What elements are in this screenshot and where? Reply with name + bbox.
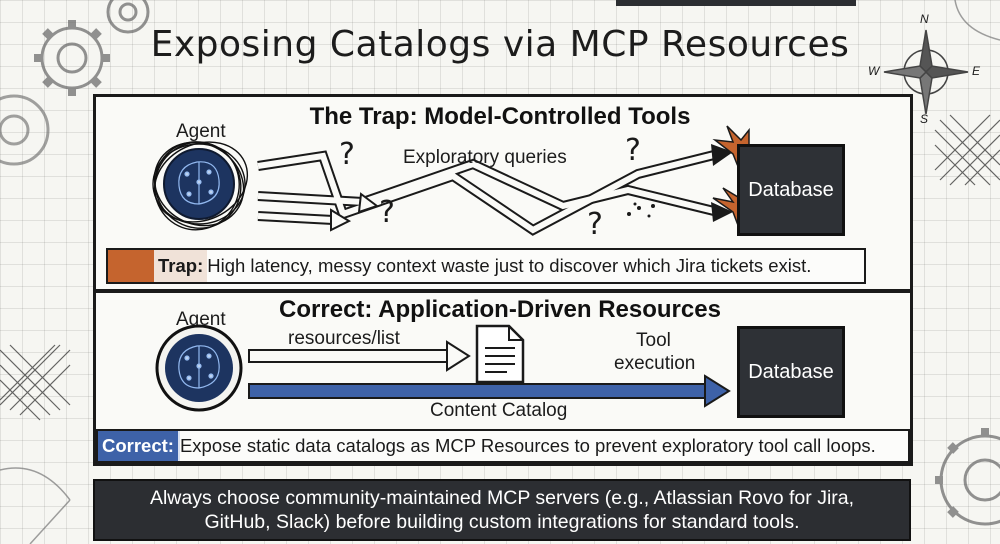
gear-icon bbox=[34, 20, 110, 96]
trap-database-label: Database bbox=[748, 178, 834, 201]
page-title: Exposing Catalogs via MCP Resources bbox=[150, 24, 850, 65]
gear-icon bbox=[935, 428, 1000, 526]
compass-e: E bbox=[972, 64, 981, 78]
compass-n: N bbox=[920, 12, 929, 26]
document-icon bbox=[475, 324, 525, 384]
gear-icon bbox=[106, 0, 150, 34]
correct-agent-label: Agent bbox=[176, 309, 226, 330]
trap-diagram: ? ? ? ? bbox=[152, 125, 752, 242]
correct-database-box: Database bbox=[737, 326, 845, 418]
trap-callout: Trap: High latency, messy context waste … bbox=[106, 248, 866, 284]
svg-text:?: ? bbox=[339, 137, 355, 172]
compass-icon bbox=[883, 29, 969, 115]
correct-callout-text: Expose static data catalogs as MCP Resou… bbox=[179, 435, 876, 456]
correct-callout-tag: Correct: bbox=[98, 431, 178, 461]
correct-diagram bbox=[155, 324, 731, 412]
trap-heading: The Trap: Model-Controlled Tools bbox=[309, 103, 691, 130]
trap-callout-tag: Trap: bbox=[154, 250, 208, 282]
gear-icon bbox=[0, 94, 50, 166]
agent-scribble bbox=[152, 141, 249, 231]
footer-line-2: GitHub, Slack) before building custom in… bbox=[204, 511, 800, 533]
correct-callout: Correct: Expose static data catalogs as … bbox=[96, 429, 910, 463]
resources-list-label: resources/list bbox=[288, 328, 400, 349]
correct-heading: Correct: Application-Driven Resources bbox=[279, 296, 721, 323]
tool-label-line2: execution bbox=[614, 353, 696, 374]
svg-text:?: ? bbox=[587, 207, 603, 242]
trap-accent-bar bbox=[108, 250, 154, 282]
compass-s: S bbox=[920, 112, 929, 126]
hatch-pattern bbox=[0, 344, 71, 421]
correct-database-label: Database bbox=[748, 360, 834, 383]
svg-text:?: ? bbox=[379, 195, 395, 230]
trap-callout-text: High latency, messy context waste just t… bbox=[207, 255, 812, 276]
exploratory-queries-label: Exploratory queries bbox=[403, 147, 567, 168]
footer-line-1: Always choose community-maintained MCP s… bbox=[149, 487, 855, 509]
content-catalog-label: Content Catalog bbox=[430, 400, 568, 421]
svg-text:?: ? bbox=[625, 133, 641, 168]
trap-agent-label: Agent bbox=[176, 121, 226, 142]
resources-list-arrow bbox=[248, 340, 471, 372]
footer-banner: Always choose community-maintained MCP s… bbox=[93, 479, 911, 541]
tool-label-line1: Tool bbox=[636, 330, 671, 351]
content-catalog-arrow bbox=[248, 374, 731, 408]
top-strip bbox=[616, 0, 856, 6]
compass-w: W bbox=[868, 64, 880, 78]
trap-database-box: Database bbox=[737, 144, 845, 236]
question-marks: ? ? ? ? bbox=[339, 133, 641, 242]
hatch-pattern bbox=[934, 114, 1000, 186]
